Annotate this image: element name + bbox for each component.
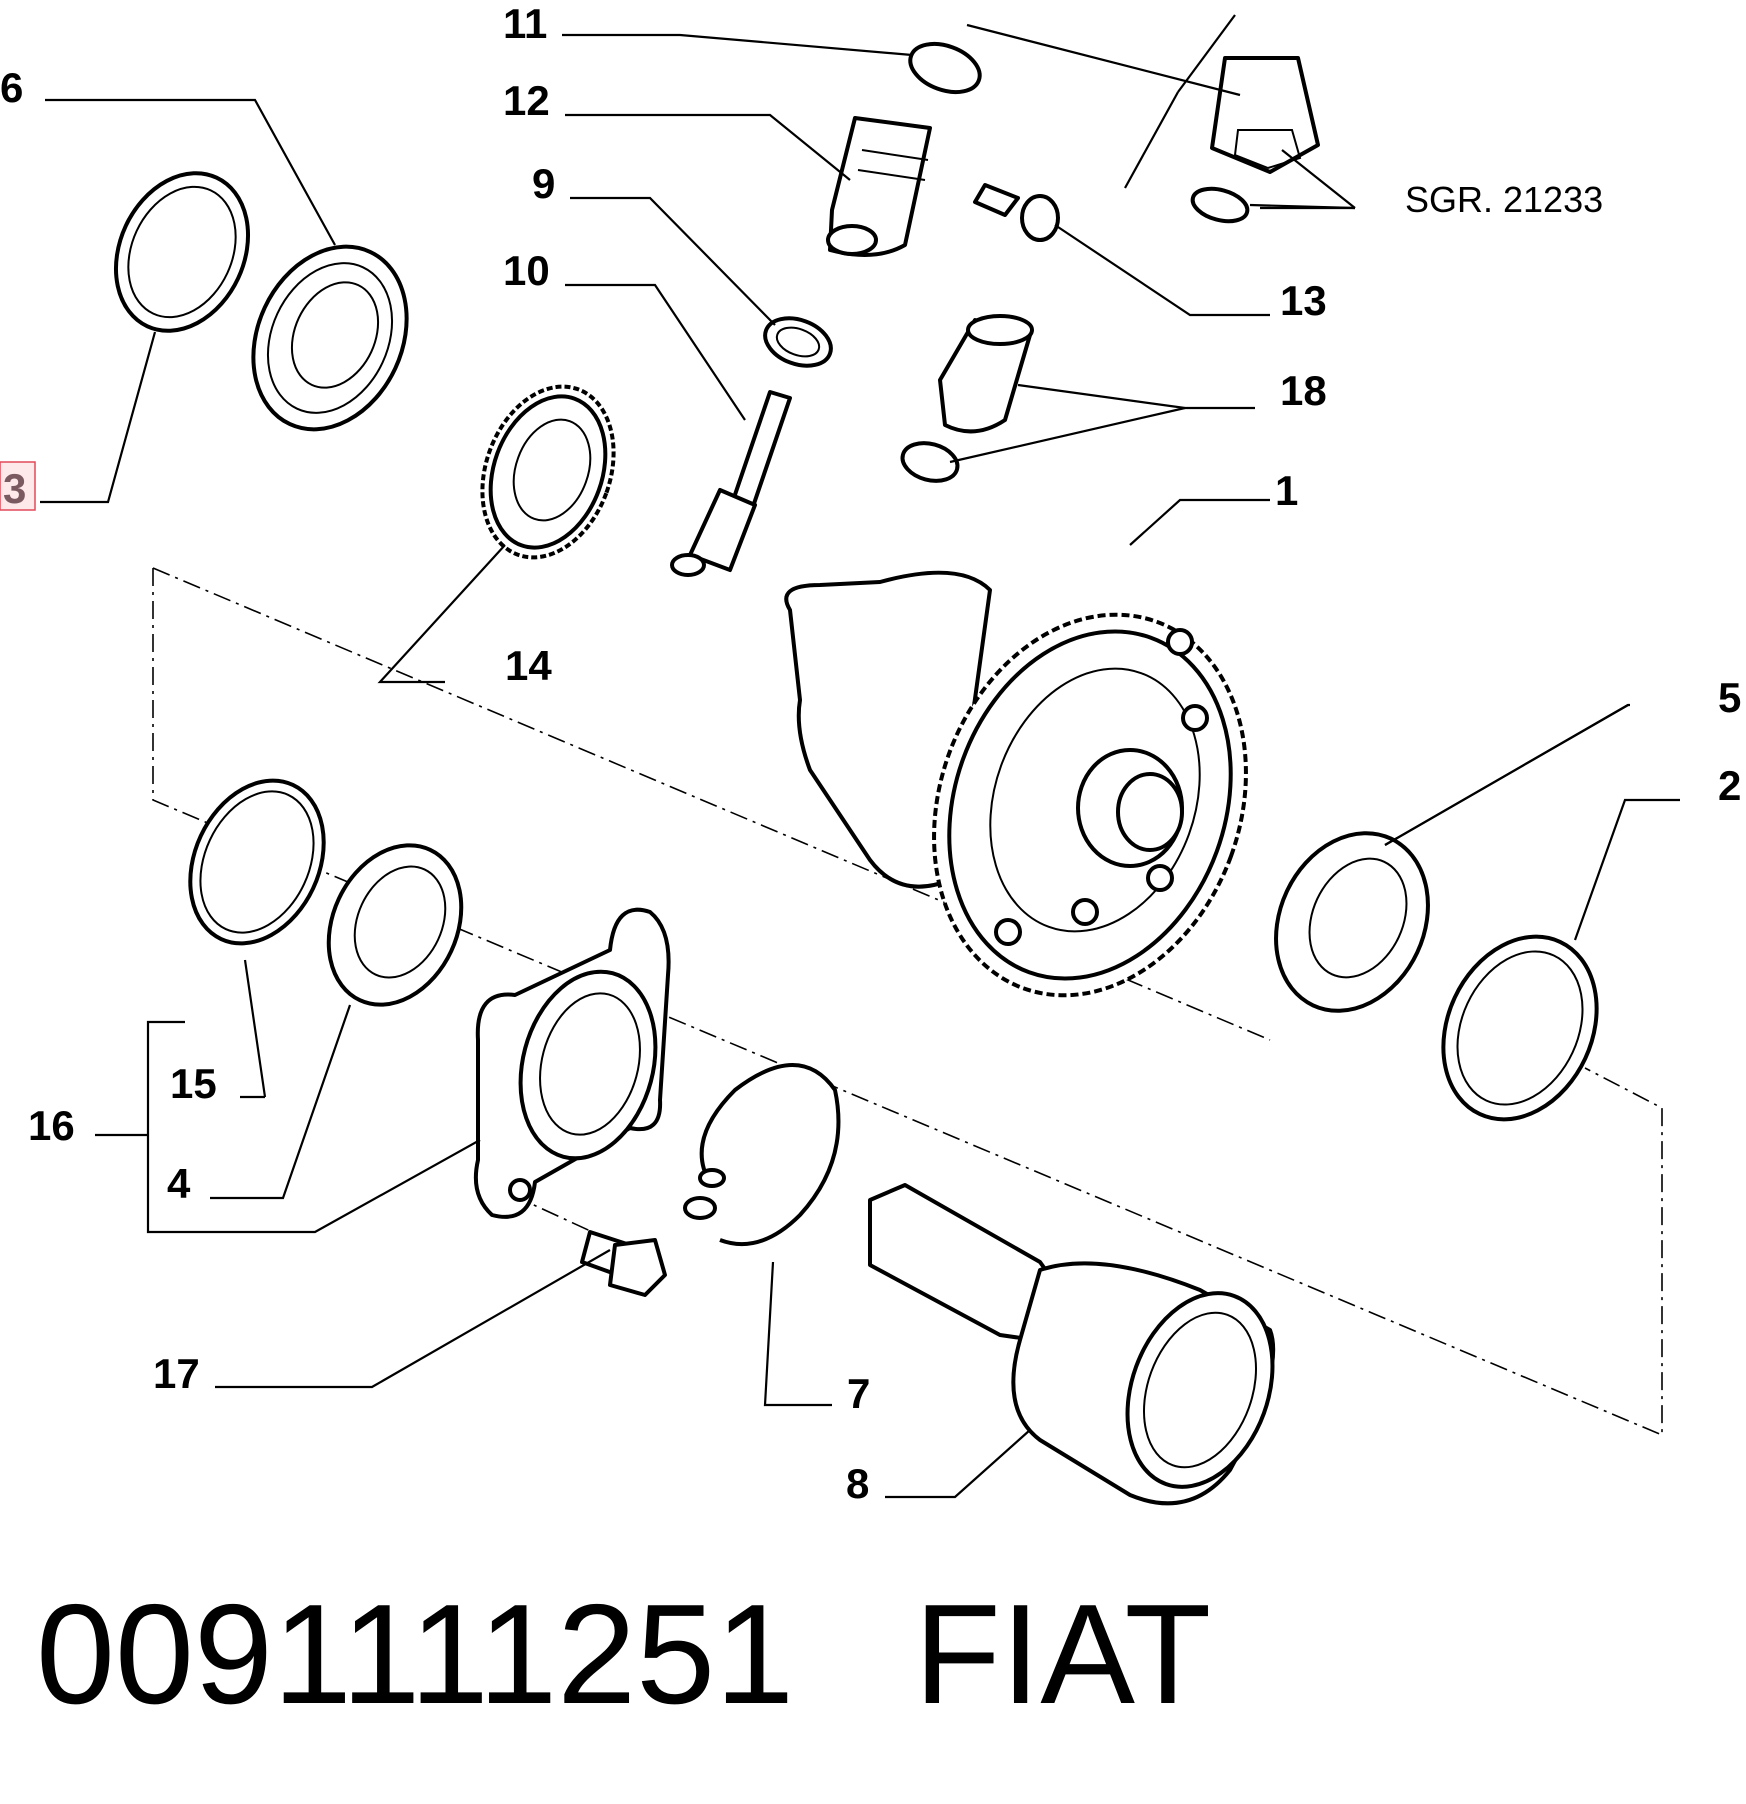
part-14-gear xyxy=(480,384,616,560)
sgr-hex-plug xyxy=(1190,56,1320,224)
leader-lines xyxy=(40,33,1680,1499)
part-6-bearing xyxy=(251,244,409,432)
callout-4: 4 xyxy=(167,1160,191,1207)
reference-label: SGR. 21233 xyxy=(1405,179,1603,220)
part-1-differential xyxy=(784,570,1248,998)
callout-11: 11 xyxy=(503,0,547,47)
callout-7: 7 xyxy=(847,1370,870,1417)
callout-9: 9 xyxy=(532,160,555,207)
callout-3-highlight xyxy=(0,461,36,511)
callout-14: 14 xyxy=(505,642,552,689)
part-9-ring xyxy=(763,316,833,368)
callout-1: 1 xyxy=(1275,467,1298,514)
part-15-ring xyxy=(188,778,326,946)
part-12-bushing xyxy=(826,116,932,257)
callout-13: 13 xyxy=(1280,277,1327,324)
part-4-bearing xyxy=(326,843,464,1007)
assembly-boundary xyxy=(152,568,1663,1437)
part-13-screw xyxy=(973,183,1060,242)
part-8-drive-joint xyxy=(868,1183,1276,1506)
callout-3: 3 xyxy=(3,465,26,512)
part-2-seal xyxy=(1441,934,1599,1122)
part-17-bolt xyxy=(580,1230,667,1297)
part-number: 0091111251 xyxy=(36,1575,795,1734)
callout-8: 8 xyxy=(846,1460,869,1507)
callout-18: 18 xyxy=(1280,367,1327,414)
callout-15: 15 xyxy=(170,1060,217,1107)
part-16-flange xyxy=(473,907,671,1219)
part-7-circlip xyxy=(683,1063,841,1247)
brand-name: FIAT xyxy=(914,1575,1212,1734)
callout-6: 6 xyxy=(0,64,23,111)
callout-16: 16 xyxy=(28,1102,75,1149)
part-3-seal xyxy=(113,171,251,333)
part-18-plug xyxy=(900,314,1034,483)
callout-10: 10 xyxy=(503,247,550,294)
callout-12: 12 xyxy=(503,77,550,124)
footer: 0091111251 FIAT xyxy=(36,1575,1211,1735)
callout-2: 2 xyxy=(1718,762,1741,809)
callout-17: 17 xyxy=(153,1350,200,1397)
part-11-oring xyxy=(908,41,982,95)
part-10-pinion-shaft xyxy=(670,390,792,577)
callout-5: 5 xyxy=(1718,674,1741,721)
part-5-bearing xyxy=(1274,831,1430,1013)
